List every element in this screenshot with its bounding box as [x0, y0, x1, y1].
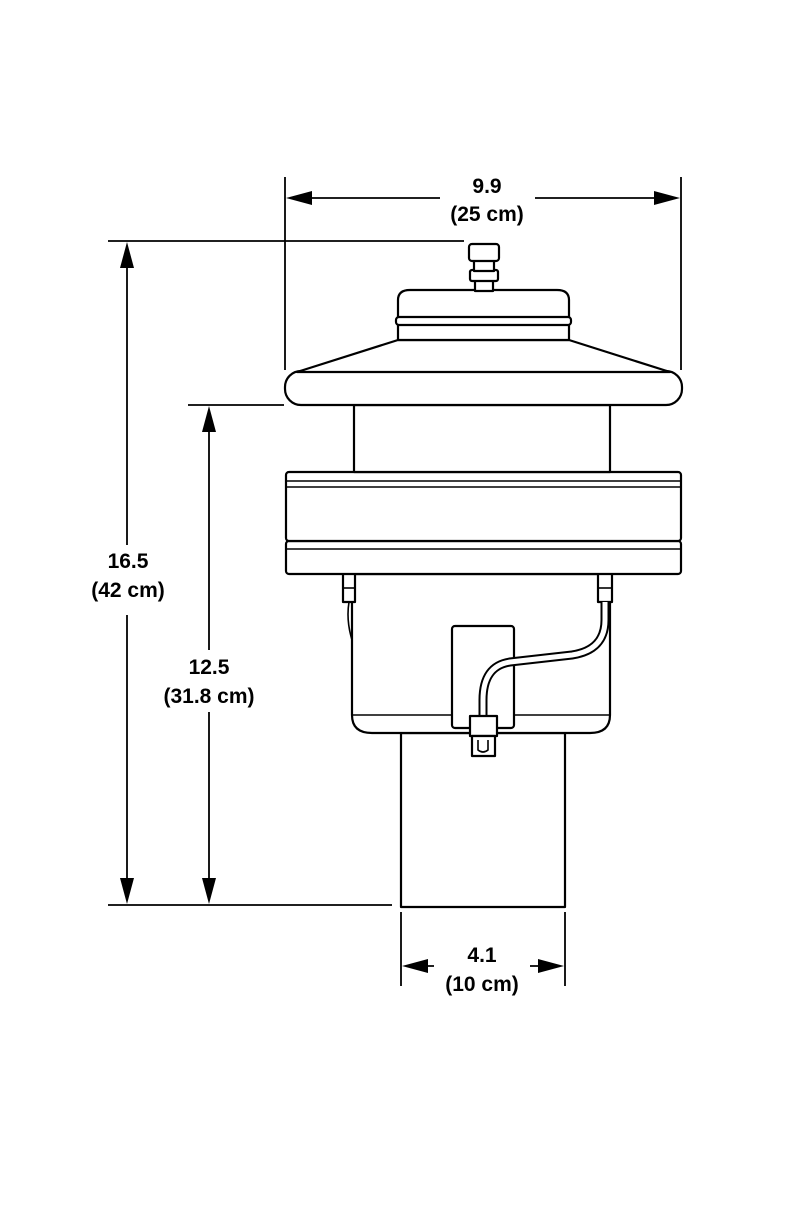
overall-width-metric: (25 cm): [450, 203, 524, 226]
arrow-bottom: [120, 878, 134, 904]
overall-height-value: 16.5: [108, 550, 149, 573]
arrow-base-right: [538, 959, 564, 973]
right-fitting: [598, 572, 612, 602]
base-width-metric: (10 cm): [445, 973, 519, 996]
top-connector: [469, 244, 499, 291]
device-illustration: [285, 244, 682, 907]
dimension-base-width: 4.1 (10 cm): [401, 912, 565, 996]
arrow-right: [654, 191, 680, 205]
body-height-metric: (31.8 cm): [163, 685, 254, 708]
cap-rim: [285, 371, 682, 405]
arrow-body-top: [202, 406, 216, 432]
arrow-top: [120, 242, 134, 268]
dimension-body-height: 12.5 (31.8 cm): [163, 405, 284, 904]
overall-width-value: 9.9: [472, 175, 501, 198]
top-cylinder: [398, 290, 569, 340]
body-height-value: 12.5: [189, 656, 230, 679]
cone-top: [297, 340, 670, 372]
cable-connector: [470, 716, 497, 756]
overall-height-metric: (42 cm): [91, 579, 165, 602]
arrow-left: [286, 191, 312, 205]
neck-column: [354, 405, 610, 472]
arrow-base-left: [402, 959, 428, 973]
middle-band: [286, 472, 681, 541]
lower-flange: [286, 541, 681, 574]
base-width-value: 4.1: [467, 944, 497, 967]
top-cylinder-band: [396, 317, 571, 325]
arrow-body-bottom: [202, 878, 216, 904]
base-cylinder: [401, 733, 565, 907]
